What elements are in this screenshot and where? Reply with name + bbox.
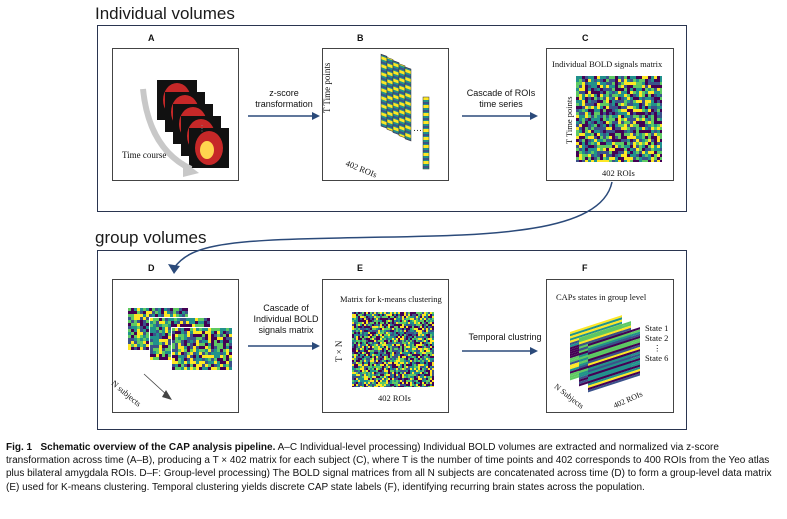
brain-slice-stack: ⋮: [157, 80, 229, 168]
panel-b: …: [322, 48, 449, 181]
state-labels: State 1 State 2 ⋮ State 6: [645, 323, 668, 363]
state-label: State 6: [645, 353, 669, 363]
arrow-c-to-d: [168, 181, 613, 274]
subject-matrices-stack: [128, 308, 233, 371]
panel-letter-b: B: [357, 33, 364, 43]
arrow-label-line: Cascade of: [263, 303, 309, 313]
individual-volumes-title: Individual volumes: [95, 4, 235, 23]
panel-a: ⋮: [112, 48, 239, 181]
panel-b-dots: …: [413, 123, 422, 133]
arrow-label-cascade-bold: Cascade of Individual BOLD signals matri…: [248, 303, 324, 336]
cap-state-plane: [588, 327, 640, 393]
arrow-label-line: signals matrix: [258, 325, 314, 335]
arrow-a-to-b: [248, 112, 320, 120]
cap-states-stack: [570, 315, 640, 393]
group-volumes-frame: [97, 250, 687, 430]
panel-letter-d: D: [148, 263, 155, 273]
caption-title: Schematic overview of the CAP analysis p…: [40, 442, 276, 453]
arrow-label-cascade-rois: Cascade of ROIs time series: [462, 88, 540, 110]
arrow-b-to-c: [462, 112, 538, 120]
panel-c-y-label: T Time points: [564, 96, 574, 144]
panel-c-x-label: 402 ROIs: [602, 168, 635, 178]
caption-fig-number: Fig. 1: [6, 442, 33, 453]
bold-signal-matrix: [576, 76, 662, 162]
individual-volumes-frame: [97, 25, 687, 212]
group-volumes-title: group volumes: [95, 228, 207, 247]
panel-letter-e: E: [357, 263, 364, 273]
subject-matrix: [172, 328, 232, 370]
panel-e-y-label: T × N: [334, 340, 344, 362]
panel-letter-a: A: [148, 33, 155, 43]
panel-f-title: CAPs states in group level: [556, 292, 647, 302]
state-label: ⋮: [653, 343, 662, 353]
time-course-arrow: [140, 88, 193, 172]
arrow-label-line: Temporal clustring: [468, 332, 542, 342]
panel-e-x-label: 402 ROIs: [378, 393, 411, 403]
arrow-label-temporal: Temporal clustring: [464, 332, 546, 343]
arrow-e-to-f: [462, 347, 538, 355]
arrow-label-line: Individual BOLD: [253, 314, 319, 324]
arrow-label-line: time series: [479, 99, 523, 109]
n-subjects-arrow: [143, 373, 172, 400]
state-label: State 1: [645, 323, 669, 333]
panel-b-y-label: T Time points: [322, 62, 332, 113]
arrow-label-line: Cascade of ROIs: [466, 88, 536, 98]
panel-e-title: Matrix for k-means clustering: [340, 294, 442, 304]
arrow-label-line: transformation: [255, 99, 313, 109]
brain-volumes-stack: ⋮: [140, 80, 229, 177]
roi-time-series-columns: …: [380, 53, 430, 170]
arrow-d-to-e: [248, 342, 320, 350]
state-label: State 2: [645, 333, 669, 343]
matrix-cells: [352, 312, 434, 387]
arrow-label-zscore: z-score transformation: [250, 88, 318, 110]
arrow-label-line: z-score: [269, 88, 299, 98]
roi-columns: [380, 53, 430, 170]
caption-body: A–C Individual-level processing) Individ…: [6, 442, 772, 493]
panel-c-title: Individual BOLD signals matrix: [552, 59, 663, 69]
figure-caption: Fig. 1 Schematic overview of the CAP ana…: [6, 441, 782, 494]
panel-letter-f: F: [582, 263, 588, 273]
time-course-label: Time course: [122, 150, 167, 160]
matrix-cells: [576, 76, 662, 162]
svg-text:⋮: ⋮: [198, 124, 206, 133]
kmeans-matrix: [352, 312, 434, 387]
panel-letter-c: C: [582, 33, 589, 43]
